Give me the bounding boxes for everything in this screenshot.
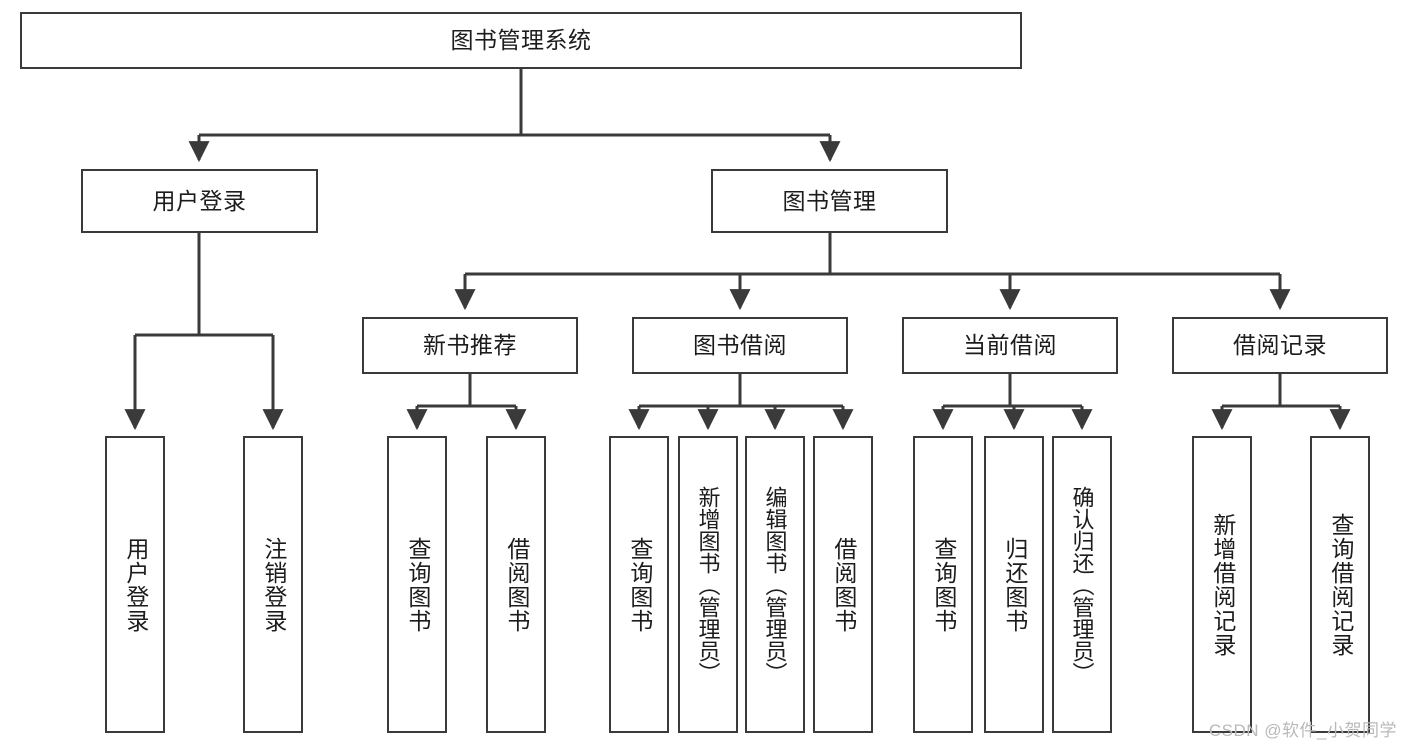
leaf-node-label: 查询借阅记录: [1327, 512, 1354, 657]
leaf-node[interactable]: 用户登录: [105, 436, 165, 733]
node-root[interactable]: 图书管理系统: [20, 12, 1022, 69]
leaf-node-label: 新增图书（管理员）: [695, 485, 721, 684]
leaf-node[interactable]: 确认归还（管理员）: [1052, 436, 1112, 733]
leaf-node[interactable]: 编辑图书（管理员）: [745, 436, 805, 733]
leaf-node-label: 用户登录: [122, 536, 149, 633]
leaf-node[interactable]: 查询图书: [913, 436, 973, 733]
watermark: CSDN @软件_小贺同学: [1208, 721, 1397, 740]
leaf-node[interactable]: 查询图书: [387, 436, 447, 733]
node-level3-borrow-record-label: 借阅记录: [1233, 332, 1327, 359]
node-level2-user-login-label: 用户登录: [152, 187, 247, 214]
leaf-node[interactable]: 查询借阅记录: [1310, 436, 1370, 733]
leaf-node-label: 编辑图书（管理员）: [762, 485, 788, 684]
node-level2-book-management[interactable]: 图书管理: [711, 169, 948, 233]
leaf-node[interactable]: 新增借阅记录: [1192, 436, 1252, 733]
leaf-node[interactable]: 借阅图书: [486, 436, 546, 733]
leaf-node-label: 确认归还（管理员）: [1069, 485, 1095, 684]
node-level3-current-borrow[interactable]: 当前借阅: [902, 317, 1118, 374]
node-level3-current-borrow-label: 当前借阅: [963, 332, 1057, 359]
leaf-node-label: 查询图书: [930, 536, 957, 633]
leaf-node-label: 查询图书: [626, 536, 653, 633]
leaf-node-label: 注销登录: [260, 536, 287, 633]
leaf-node[interactable]: 新增图书（管理员）: [678, 436, 738, 733]
node-level3-borrow-record[interactable]: 借阅记录: [1172, 317, 1388, 374]
leaf-node[interactable]: 查询图书: [609, 436, 669, 733]
leaf-node-label: 借阅图书: [830, 536, 857, 633]
node-level2-user-login[interactable]: 用户登录: [81, 169, 318, 233]
leaf-node-label: 借阅图书: [503, 536, 530, 633]
leaf-node-label: 归还图书: [1001, 536, 1028, 633]
node-level3-book-borrow[interactable]: 图书借阅: [632, 317, 848, 374]
node-root-label: 图书管理系统: [450, 27, 592, 54]
node-level2-book-management-label: 图书管理: [782, 187, 877, 214]
leaf-node-label: 查询图书: [404, 536, 431, 633]
node-level3-new-book-recommend[interactable]: 新书推荐: [362, 317, 578, 374]
leaf-node[interactable]: 借阅图书: [813, 436, 873, 733]
leaf-node[interactable]: 归还图书: [984, 436, 1044, 733]
node-level3-new-book-recommend-label: 新书推荐: [423, 332, 517, 359]
leaf-node-label: 新增借阅记录: [1209, 512, 1236, 657]
leaf-node[interactable]: 注销登录: [243, 436, 303, 733]
node-level3-book-borrow-label: 图书借阅: [693, 332, 787, 359]
